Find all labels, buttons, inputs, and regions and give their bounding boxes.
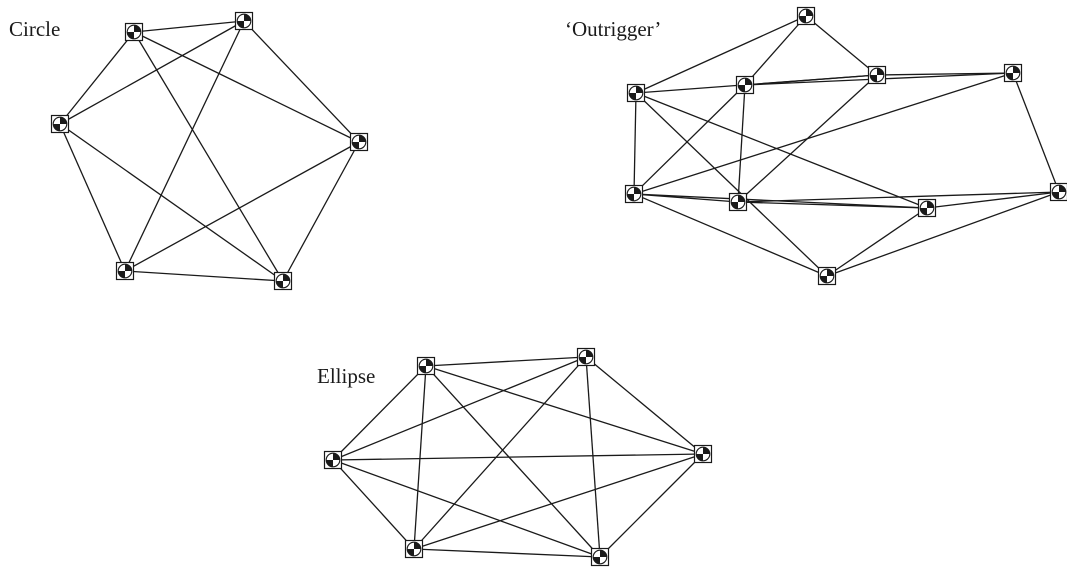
edge-line bbox=[826, 207, 928, 277]
edge-line bbox=[332, 453, 704, 461]
node-icon bbox=[124, 22, 144, 42]
edge-line bbox=[737, 201, 928, 209]
edge-line bbox=[737, 84, 746, 203]
node-icon bbox=[626, 83, 646, 103]
node-icon bbox=[349, 132, 369, 152]
circle-label: Circle bbox=[9, 17, 60, 41]
edge-line bbox=[425, 365, 601, 558]
edge-line bbox=[926, 191, 1060, 209]
edge-line bbox=[413, 365, 427, 550]
node-icon bbox=[404, 539, 424, 559]
ellipse-nodes bbox=[323, 347, 713, 567]
outrigger-label: ‘Outrigger’ bbox=[565, 17, 661, 41]
ellipse-label: Ellipse bbox=[317, 364, 375, 388]
circle-nodes bbox=[50, 11, 369, 291]
node-icon bbox=[273, 271, 293, 291]
circle-diagram: Circle bbox=[9, 11, 369, 291]
edge-line bbox=[413, 356, 587, 550]
edge-line bbox=[282, 141, 360, 282]
circle-edges bbox=[59, 20, 360, 282]
edge-line bbox=[124, 270, 284, 282]
node-icon bbox=[1049, 182, 1067, 202]
edge-line bbox=[737, 191, 1060, 203]
outrigger-diagram: ‘Outrigger’ bbox=[565, 6, 1067, 286]
ellipse-diagram: Ellipse bbox=[317, 347, 713, 567]
edge-line bbox=[1012, 72, 1060, 193]
edge-line bbox=[585, 356, 704, 455]
edge-line bbox=[425, 356, 587, 367]
edge-line bbox=[59, 123, 126, 272]
edge-line bbox=[59, 31, 135, 125]
edge-line bbox=[744, 15, 807, 86]
edge-line bbox=[876, 72, 1014, 76]
edge-line bbox=[413, 548, 601, 558]
edge-line bbox=[59, 20, 245, 125]
node-icon bbox=[917, 198, 937, 218]
node-icon bbox=[796, 6, 816, 26]
node-icon bbox=[624, 184, 644, 204]
edge-line bbox=[332, 356, 587, 461]
edge-line bbox=[332, 365, 427, 461]
edge-line bbox=[805, 15, 878, 76]
node-icon bbox=[867, 65, 887, 85]
node-icon bbox=[576, 347, 596, 367]
edge-line bbox=[124, 141, 360, 272]
edge-line bbox=[59, 123, 284, 282]
edge-line bbox=[585, 356, 601, 558]
edge-line bbox=[633, 92, 637, 195]
edge-line bbox=[826, 191, 1060, 277]
node-icon bbox=[1003, 63, 1023, 83]
edge-line bbox=[243, 20, 360, 143]
node-icon bbox=[817, 266, 837, 286]
edge-line bbox=[413, 453, 704, 550]
outrigger-edges bbox=[633, 15, 1060, 277]
node-icon bbox=[693, 444, 713, 464]
edge-line bbox=[633, 84, 746, 195]
edge-line bbox=[124, 20, 245, 272]
edge-line bbox=[635, 74, 878, 94]
node-icon bbox=[50, 114, 70, 134]
edge-line bbox=[133, 31, 284, 282]
edge-line bbox=[635, 92, 928, 209]
node-icon bbox=[590, 547, 610, 567]
edge-line bbox=[633, 72, 1014, 195]
node-icon bbox=[735, 75, 755, 95]
edge-line bbox=[599, 453, 704, 558]
ellipse-edges bbox=[332, 356, 704, 558]
outrigger-nodes bbox=[624, 6, 1067, 286]
edge-line bbox=[133, 20, 245, 33]
node-icon bbox=[323, 450, 343, 470]
edge-line bbox=[635, 15, 807, 94]
edge-line bbox=[332, 459, 415, 550]
edge-line bbox=[425, 365, 704, 455]
node-icon bbox=[234, 11, 254, 31]
node-icon bbox=[416, 356, 436, 376]
node-icon bbox=[115, 261, 135, 281]
edge-line bbox=[633, 193, 828, 277]
node-icon bbox=[728, 192, 748, 212]
edge-line bbox=[332, 459, 601, 558]
edge-line bbox=[635, 92, 828, 277]
edge-line bbox=[133, 31, 360, 143]
